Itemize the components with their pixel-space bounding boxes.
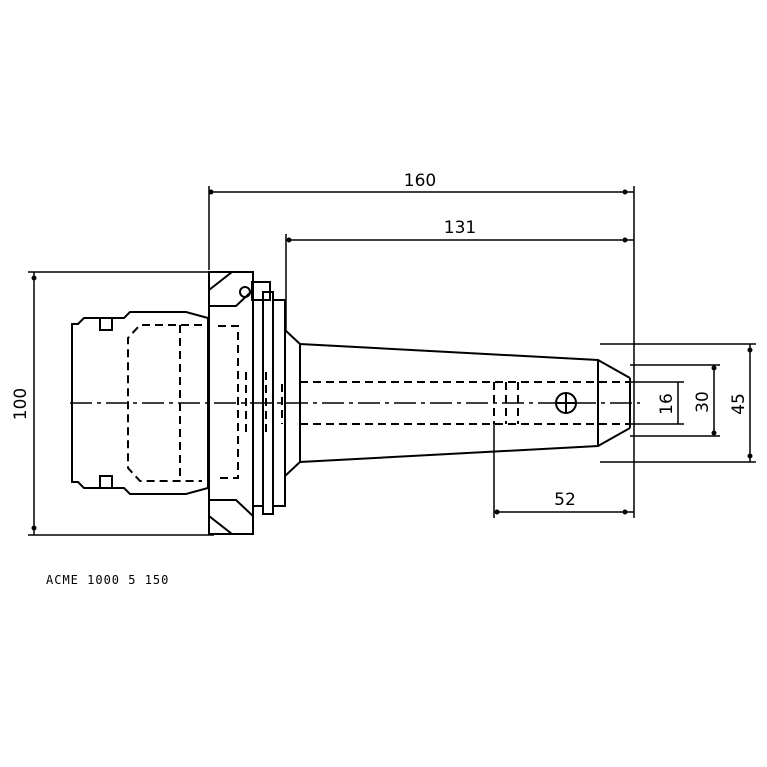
dimension-body-diameter-label: 45 — [729, 393, 749, 415]
dimension-hub-diameter: 30 — [630, 364, 720, 437]
dimension-shank-length-label: 131 — [444, 218, 476, 238]
dimension-body-diameter: 45 — [600, 343, 756, 463]
drawing-caption: ACME 1000 5 150 — [46, 573, 169, 587]
dimension-bore-diameter-label: 16 — [657, 393, 677, 415]
dimension-bore-depth-label: 52 — [554, 490, 576, 510]
extension-body — [284, 329, 631, 477]
flange — [208, 271, 286, 535]
dimension-shank-length: 131 — [285, 218, 634, 330]
dimension-overall-length-label: 160 — [404, 171, 436, 191]
dimension-bore-diameter: 16 — [630, 381, 684, 425]
dimension-flange-diameter: 100 — [11, 271, 214, 536]
dimension-bore-depth: 52 — [493, 424, 634, 518]
dimension-flange-diameter-label: 100 — [11, 388, 31, 420]
dimension-hub-diameter-label: 30 — [693, 391, 713, 413]
